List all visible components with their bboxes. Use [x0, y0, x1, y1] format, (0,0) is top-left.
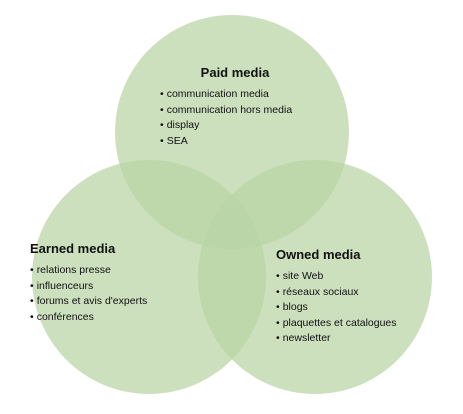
paid-media-item: communication hors media — [160, 103, 310, 119]
owned-media-item: blogs — [276, 300, 397, 316]
earned-media-item: conférences — [30, 310, 147, 326]
earned-media-item: forums et avis d'experts — [30, 294, 148, 310]
owned-media-item: plaquettes et catalogues — [276, 316, 397, 332]
paid-media-group: Paid media communication media communica… — [160, 64, 310, 149]
owned-media-item: réseaux sociaux — [276, 285, 397, 301]
earned-media-title: Earned media — [30, 241, 116, 256]
paid-media-item: communication media — [160, 87, 310, 103]
paid-media-title: Paid media — [200, 65, 270, 80]
earned-media-group: Earned media relations presse influenceu… — [30, 240, 147, 325]
owned-media-title: Owned media — [276, 247, 361, 262]
paid-media-item: display — [160, 118, 310, 134]
earned-media-circle — [32, 160, 266, 394]
earned-media-item: relations presse — [30, 263, 147, 279]
owned-media-list: site Web réseaux sociaux blogs plaquette… — [276, 269, 397, 347]
paid-media-item: SEA — [160, 134, 310, 150]
owned-media-group: Owned media site Web réseaux sociaux blo… — [276, 246, 397, 347]
owned-media-item: site Web — [276, 269, 397, 285]
paid-media-list: communication media communication hors m… — [160, 87, 310, 149]
earned-media-list: relations presse influenceurs forums et … — [30, 263, 148, 326]
owned-media-item: newsletter — [276, 331, 397, 347]
earned-media-item: influenceurs — [30, 279, 147, 295]
